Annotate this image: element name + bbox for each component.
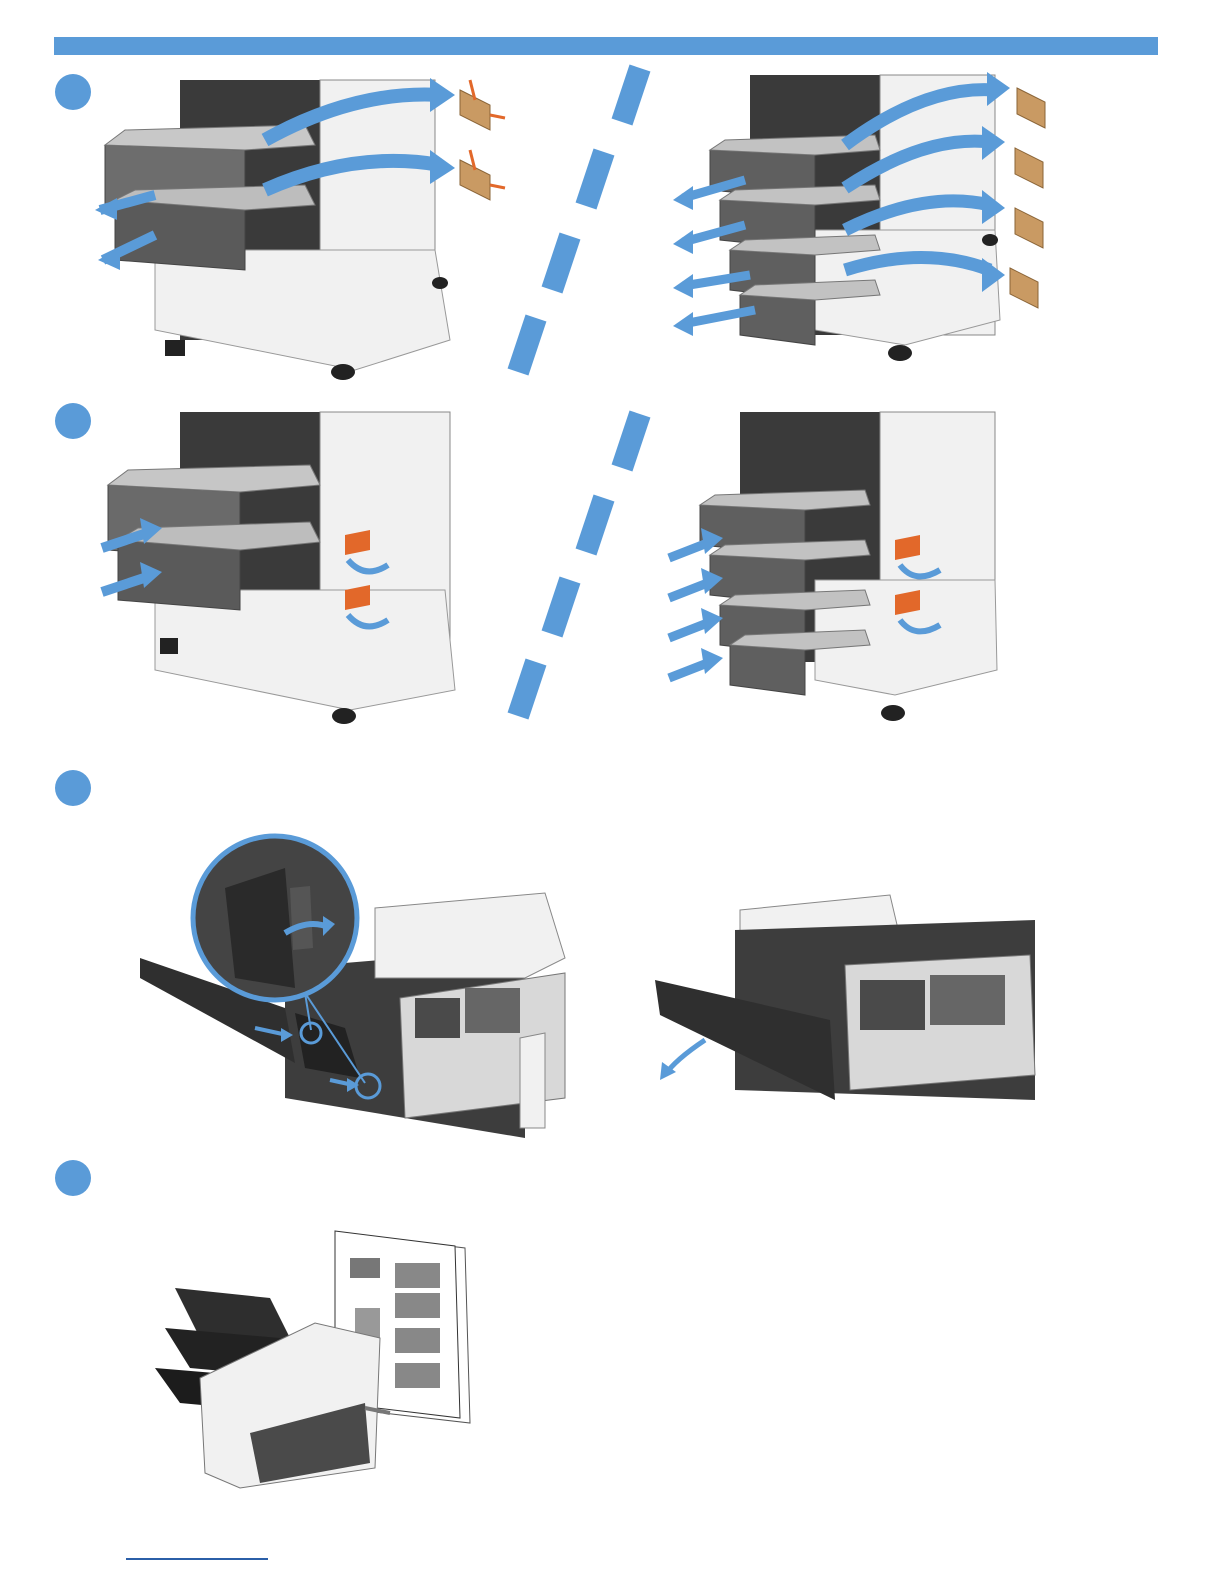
step-4-indicator [55, 1160, 91, 1196]
step-2-indicator [55, 403, 91, 439]
step3-left-printer-door-illustration [135, 828, 575, 1148]
step3-right-printer-door-illustration [650, 890, 1050, 1150]
footer-rule [126, 1558, 268, 1560]
step-1-indicator [55, 74, 91, 110]
dashed-divider-step2 [500, 410, 660, 720]
step2-left-printer-illustration [100, 410, 470, 730]
header-accent-bar [54, 37, 1158, 55]
step1-right-printer-illustration [665, 70, 1065, 380]
step-3-indicator [55, 770, 91, 806]
step2-right-printer-illustration [665, 410, 1005, 730]
step1-left-printer-illustration [95, 70, 525, 390]
step4-finisher-and-booklet-illustration [150, 1228, 480, 1493]
